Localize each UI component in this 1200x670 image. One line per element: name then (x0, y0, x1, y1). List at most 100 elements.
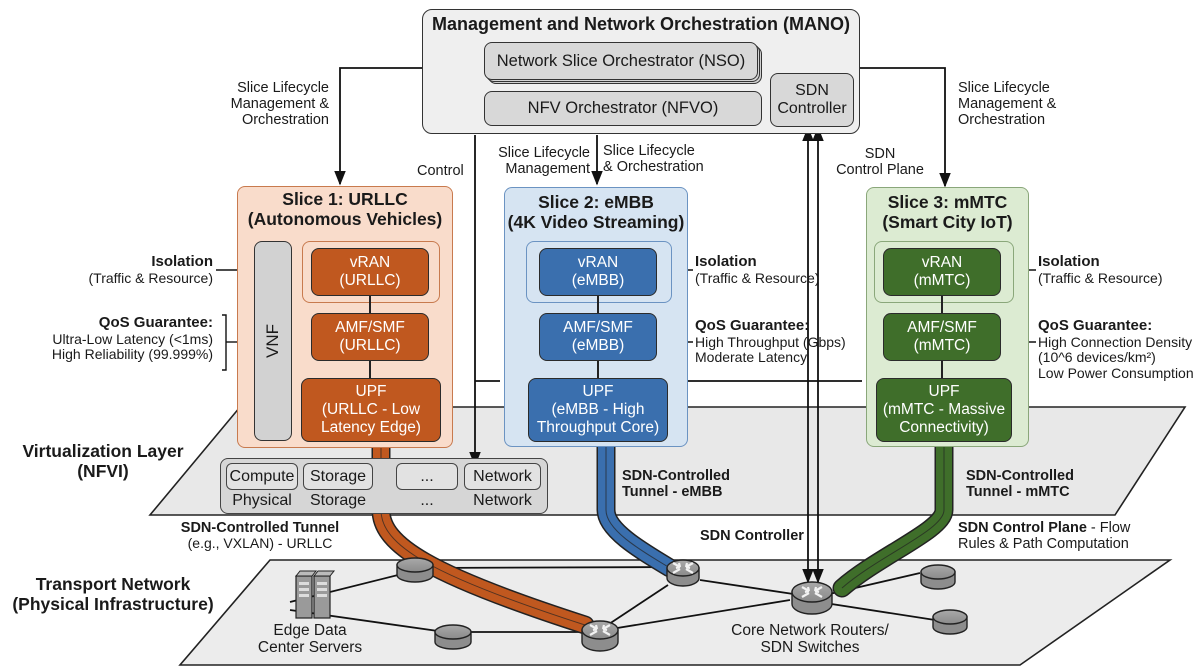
nfvo-label: NFV Orchestrator (NFVO) (527, 99, 719, 117)
urllc-tunnel-label: SDN-Controlled Tunnel (e.g., VXLAN) - UR… (160, 520, 360, 552)
nfvo-box[interactable]: NFV Orchestrator (NFVO) (484, 91, 762, 126)
slice-3-vran[interactable]: vRAN(mMTC) (883, 248, 1001, 296)
slice-3-isolation-frame (874, 241, 1014, 303)
router-arrows-icon (589, 624, 611, 636)
slice2-vran-amf-link (597, 296, 599, 313)
slice-2-vran[interactable]: vRAN(eMBB) (539, 248, 657, 296)
transport-title-text: Transport Network (35, 574, 191, 594)
mano-title: Management and Network Orchestration (MA… (431, 14, 851, 34)
sdn-controller-line1: SDN (795, 82, 829, 100)
right-lifecycle-line2: Management & (958, 96, 1057, 113)
nso-box[interactable]: Network Slice Orchestrator (NSO) (484, 42, 758, 80)
left-lifecycle-line1: Slice Lifecycle (237, 80, 329, 96)
center-lifecycle-mgmt-label: Slice Lifecycle Management (480, 145, 590, 177)
router-core-main[interactable] (791, 581, 833, 615)
sdn-cp-flow-rest: - Flow (1086, 520, 1131, 536)
embb-tunnel-line1: SDN-Controlled (622, 468, 730, 484)
slice-1-vran[interactable]: vRAN(URLLC) (311, 248, 429, 296)
vnf-label: VNF (263, 324, 282, 358)
switch-node-4[interactable] (932, 609, 968, 635)
right-lifecycle-line3: Orchestration (958, 112, 1046, 129)
nfvi-ellipsis[interactable]: ... (396, 463, 458, 490)
nfvi-ellipsis-sub: ... (420, 492, 434, 509)
embb-tunnel (596, 434, 680, 578)
slice-2-title: Slice 2: eMBB (4K Video Streaming) (504, 192, 688, 232)
edge-data-center-icon (294, 570, 336, 619)
virtualization-subtitle: (NFVI) (77, 460, 129, 481)
nfvi-storage[interactable]: Storage (303, 463, 373, 490)
switch-node-1[interactable] (396, 557, 434, 583)
edge-dc-line1: Edge Data (273, 622, 347, 639)
router-edge[interactable] (581, 620, 619, 652)
sdn-controller-line2: Controller (777, 100, 847, 117)
mmtc-tunnel-label: SDN-Controlled Tunnel - mMTC (966, 468, 1074, 500)
edge-dc-label: Edge Data Center Servers (250, 622, 370, 657)
core-label-line2: SDN Switches (760, 639, 860, 657)
embb-tunnel-line2: Tunnel - eMBB (622, 484, 723, 501)
slice-2-isolation-annotation: Isolation (Traffic & Resource) (695, 253, 820, 286)
slice3-amf-upf-link (941, 361, 943, 378)
sdn-cp-flow-bold: SDN Control Plane (958, 520, 1087, 536)
virtualization-layer-title: Virtualization Layer (NFVI) (18, 441, 188, 481)
switch-node-3[interactable] (920, 564, 956, 590)
edge-dc-line2: Center Servers (257, 639, 363, 657)
slice-1-qos-annotation: QoS Guarantee: Ultra-Low Latency (<1ms) … (20, 314, 213, 363)
sdn-cp-line1: SDN (864, 146, 896, 162)
slice-2-qos-title: QoS Guarantee: (695, 317, 810, 334)
switch-node-2[interactable] (434, 624, 472, 650)
transport-subtitle: (Physical Infrastructure) (12, 593, 214, 614)
left-lifecycle-label: Slice Lifecycle Management & Orchestrati… (210, 80, 329, 129)
slice-2-amf-smf[interactable]: AMF/SMF(eMBB) (539, 313, 657, 361)
nfvi-physical: Physical (232, 492, 292, 509)
slice-2-subtitle: (4K Video Streaming) (507, 211, 685, 232)
slice-3-amf-smf[interactable]: AMF/SMF(mMTC) (883, 313, 1001, 361)
slice-3-qos-line1: High Connection Density (1038, 333, 1193, 350)
slice-3-title: Slice 3: mMTC (Smart City IoT) (866, 192, 1029, 232)
right-lifecycle-label: Slice Lifecycle Management & Orchestrati… (958, 80, 1056, 129)
slice-2-qos-annotation: QoS Guarantee: High Throughput (Gbps) Mo… (695, 317, 846, 366)
slice-2-qos-line1: High Throughput (Gbps) (695, 333, 846, 350)
slice-3-qos-line2: (10^6 devices/km²) (1038, 349, 1156, 366)
router-arrows-icon (801, 586, 823, 598)
right-lifecycle-line1: Slice Lifecycle (958, 80, 1050, 96)
slice-2-isolation-detail: (Traffic & Resource) (695, 269, 820, 286)
sdn-cp-line2: Control Plane (836, 162, 924, 179)
slice2-amf-upf-link (597, 361, 599, 378)
nfvi-compute[interactable]: Compute (226, 463, 298, 490)
mmtc-tunnel-line1: SDN-Controlled (966, 468, 1074, 484)
slice1-vran-amf-link (369, 296, 371, 313)
slice-1-qos-title: QoS Guarantee: (98, 314, 213, 331)
mmtc-tunnel (832, 434, 954, 598)
nfvi-network[interactable]: Network (464, 463, 541, 490)
slice-3-subtitle: (Smart City IoT) (882, 211, 1013, 232)
slice-1-isolation-annotation: Isolation (Traffic & Resource) (40, 253, 213, 286)
slice1-amf-upf-link (369, 361, 371, 378)
center-mgmt-line2: Management (505, 161, 590, 178)
transport-sdn-controller-label: SDN Controller (700, 528, 804, 544)
nfvi-network-sub: Network (473, 492, 532, 509)
mmtc-tunnel-line2: Tunnel - mMTC (966, 484, 1070, 501)
slice-3-isolation-detail: (Traffic & Resource) (1038, 269, 1163, 286)
slice-1-qos-line2: High Reliability (99.999%) (51, 346, 213, 363)
slice-1-title: Slice 1: URLLC (Autonomous Vehicles) (237, 189, 453, 229)
slice-1-isolation-title: Isolation (151, 253, 213, 270)
sdn-control-plane-label: SDN Control Plane (830, 146, 930, 178)
transport-network-title: Transport Network (Physical Infrastructu… (8, 574, 218, 614)
vnf-bar: VNF (254, 241, 292, 441)
router-upper-core[interactable] (666, 559, 700, 587)
sdn-controller-box[interactable]: SDN Controller (770, 73, 854, 127)
slice-2-isolation-title: Isolation (695, 253, 757, 270)
sdn-control-plane-flow-label: SDN Control Plane - Flow Rules & Path Co… (958, 520, 1135, 553)
slice-1-isolation-frame (302, 241, 440, 303)
slice-1-amf-smf[interactable]: AMF/SMF(URLLC) (311, 313, 429, 361)
slice-3-isolation-annotation: Isolation (Traffic & Resource) (1038, 253, 1163, 286)
slice-2-title-text: Slice 2: eMBB (538, 192, 654, 212)
center-orch-line2: & Orchestration (603, 159, 704, 176)
slice-2-isolation-frame (526, 241, 672, 303)
sdn-cp-flow-line2: Rules & Path Computation (958, 536, 1129, 553)
center-orch-line1: Slice Lifecycle (603, 143, 695, 159)
slice-3-isolation-title: Isolation (1038, 253, 1100, 270)
